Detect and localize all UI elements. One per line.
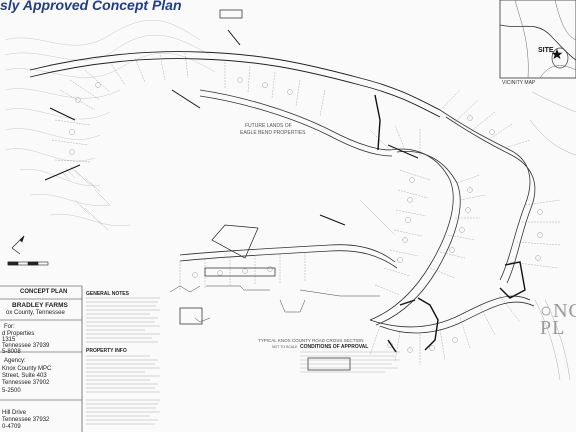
- scale-bar: [7, 261, 49, 266]
- owner-name: d Properties: [2, 331, 35, 337]
- annotation-arrows: [44, 29, 419, 226]
- preparer-city: Tennessee 37932: [2, 417, 50, 423]
- detention-pond: [179, 9, 351, 371]
- road-section-title: TYPICAL KNOX COUNTY ROAD CROSS SECTION: [258, 338, 364, 343]
- main-road: [29, 51, 441, 118]
- lot-lines: [51, 52, 561, 365]
- owner-code: 1315: [2, 337, 16, 343]
- vicinity-map: [499, 0, 576, 79]
- vicinity-site-label: SITE: [538, 47, 554, 54]
- contour-area: [4, 20, 216, 226]
- conditions-header: CONDITIONS OF APPROVAL: [300, 344, 369, 350]
- notes-column: [86, 297, 160, 425]
- concept-plan-label: CONCEPT PLAN: [20, 289, 68, 295]
- project-name: BRADLEY FARMS: [12, 302, 68, 309]
- owner-phone: 5-8008: [2, 349, 21, 355]
- road-section-subtitle: NOT TO SCALE: [272, 345, 298, 349]
- county-label: ox County, Tennessee: [6, 310, 65, 316]
- preparer-phone: 0-4709: [2, 424, 21, 430]
- agency-street: Street, Suite 403: [2, 373, 47, 379]
- page-caption: sly Approved Concept Plan: [0, 0, 182, 13]
- adjacent-parcel: [529, 91, 576, 381]
- owner-city: Tennessee 37939: [2, 343, 50, 349]
- future-lands-line-1: FUTURE LANDS OF: [245, 123, 292, 129]
- cross-section-details: [169, 285, 380, 323]
- preparer-street: Hill Drive: [2, 410, 26, 416]
- phase-boundaries: [374, 94, 526, 353]
- agency-label: Agency:: [4, 358, 26, 364]
- agency-name: Knox County MPC: [2, 366, 52, 372]
- agency-city: Tennessee 37902: [2, 380, 50, 386]
- north-arrow-icon: [11, 235, 25, 255]
- conditions-block: [300, 351, 400, 373]
- adjacent-parcel-letters: ○NC PL: [540, 300, 576, 339]
- vicinity-map-label: VICINITY MAP: [502, 80, 536, 86]
- future-lands-line-2: EAGLE BEND PROPERTIES: [240, 130, 306, 136]
- property-info-header: PROPERTY INFO: [86, 348, 127, 354]
- title-block-frame: [0, 285, 83, 432]
- internal-roads: [179, 89, 536, 334]
- for-label: For:: [4, 324, 15, 330]
- agency-phone: 5-2500: [2, 388, 21, 394]
- general-notes-header: GENERAL NOTES: [86, 291, 129, 297]
- dense-hatch: [59, 165, 396, 236]
- site-star-icon: [551, 49, 563, 59]
